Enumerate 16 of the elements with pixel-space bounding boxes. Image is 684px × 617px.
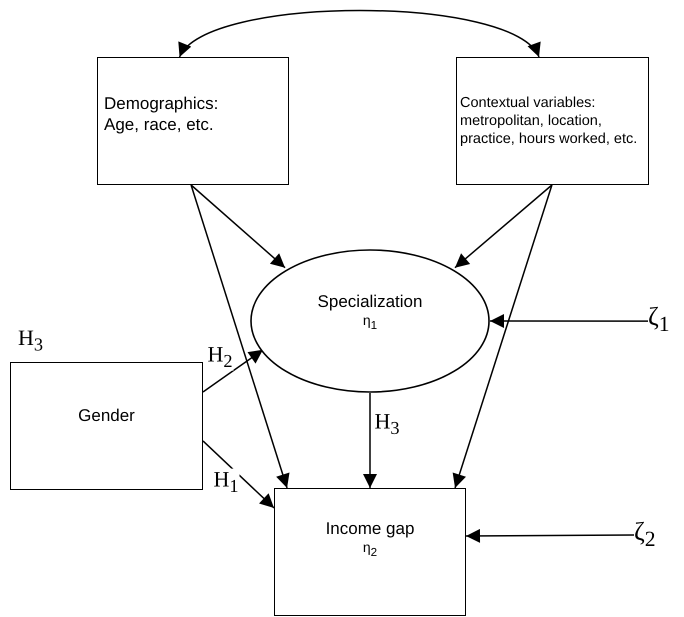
arrow: [202, 349, 264, 393]
variable-box: Demographics: Age, race, etc.: [97, 57, 289, 185]
arrow: [466, 528, 634, 543]
arrow: [178, 10, 540, 58]
arrow: [452, 184, 553, 488]
arrow: [190, 184, 286, 268]
disturbance-term: ζ$_{1}$: [648, 302, 684, 338]
arrow: [190, 184, 290, 488]
arrow: [202, 440, 275, 509]
arrow: [454, 184, 552, 268]
variable-box: Contextual variables: metropolitan, location, practice, hours worked, etc.: [456, 57, 649, 185]
disturbance-term: ζ$_{2}$: [634, 515, 678, 555]
arrow: [490, 314, 648, 328]
arrow: [363, 393, 377, 488]
latent-variable-ellipse: Specialization η$_{1}$: [250, 249, 490, 393]
variable-box: Income gap η$_{2}$: [274, 488, 466, 616]
